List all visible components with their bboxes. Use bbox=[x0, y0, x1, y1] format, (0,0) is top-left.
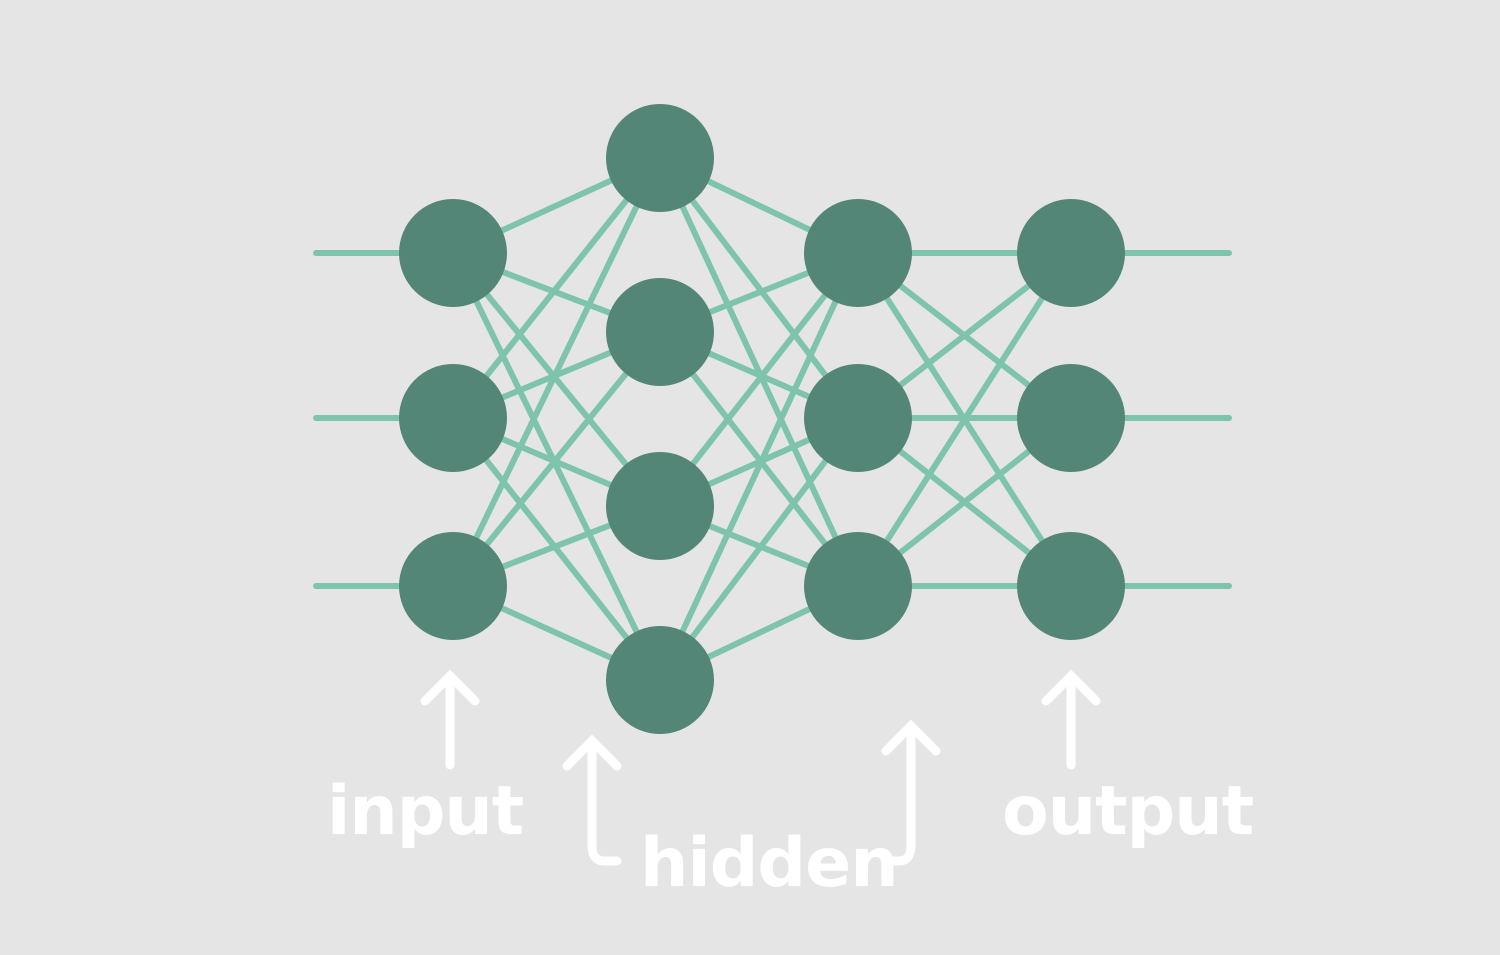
nodes bbox=[399, 104, 1125, 734]
hidden-right-arrow-icon bbox=[881, 719, 941, 866]
input-layer-label: input bbox=[327, 772, 523, 851]
hidden-layer-label: hidden bbox=[640, 824, 898, 903]
hidden1-node-1 bbox=[606, 104, 714, 212]
hidden1-node-4 bbox=[606, 626, 714, 734]
output-layer-label: output bbox=[1002, 772, 1253, 851]
edge-l2-n1-to-n2 bbox=[657, 155, 861, 421]
input-arrow-icon bbox=[420, 669, 480, 770]
edge-l1-n1-to-n4 bbox=[450, 250, 663, 683]
edge-l2-n4-to-n2 bbox=[657, 415, 861, 683]
edge-l1-n3-to-n1 bbox=[450, 155, 663, 589]
input-node-1 bbox=[399, 199, 507, 307]
edge-l1-n1-to-n3 bbox=[450, 250, 663, 509]
hidden2-node-3 bbox=[804, 532, 912, 640]
edge-l1-n3-to-n2 bbox=[450, 329, 663, 589]
hidden1-node-2 bbox=[606, 278, 714, 386]
input-node-3 bbox=[399, 532, 507, 640]
hidden2-node-1 bbox=[804, 199, 912, 307]
output-node-2 bbox=[1017, 364, 1125, 472]
output-arrow-icon bbox=[1041, 669, 1101, 770]
edge-l3-n3-to-n1 bbox=[855, 250, 1074, 589]
edge-l1-n2-to-n1 bbox=[450, 155, 663, 421]
hidden1-node-3 bbox=[606, 452, 714, 560]
output-node-1 bbox=[1017, 199, 1125, 307]
output-node-3 bbox=[1017, 532, 1125, 640]
hidden2-node-2 bbox=[804, 364, 912, 472]
hidden-left-arrow-icon bbox=[562, 734, 622, 866]
input-node-2 bbox=[399, 364, 507, 472]
annotations bbox=[420, 669, 1101, 866]
edge-l2-n4-to-n1 bbox=[657, 250, 861, 683]
